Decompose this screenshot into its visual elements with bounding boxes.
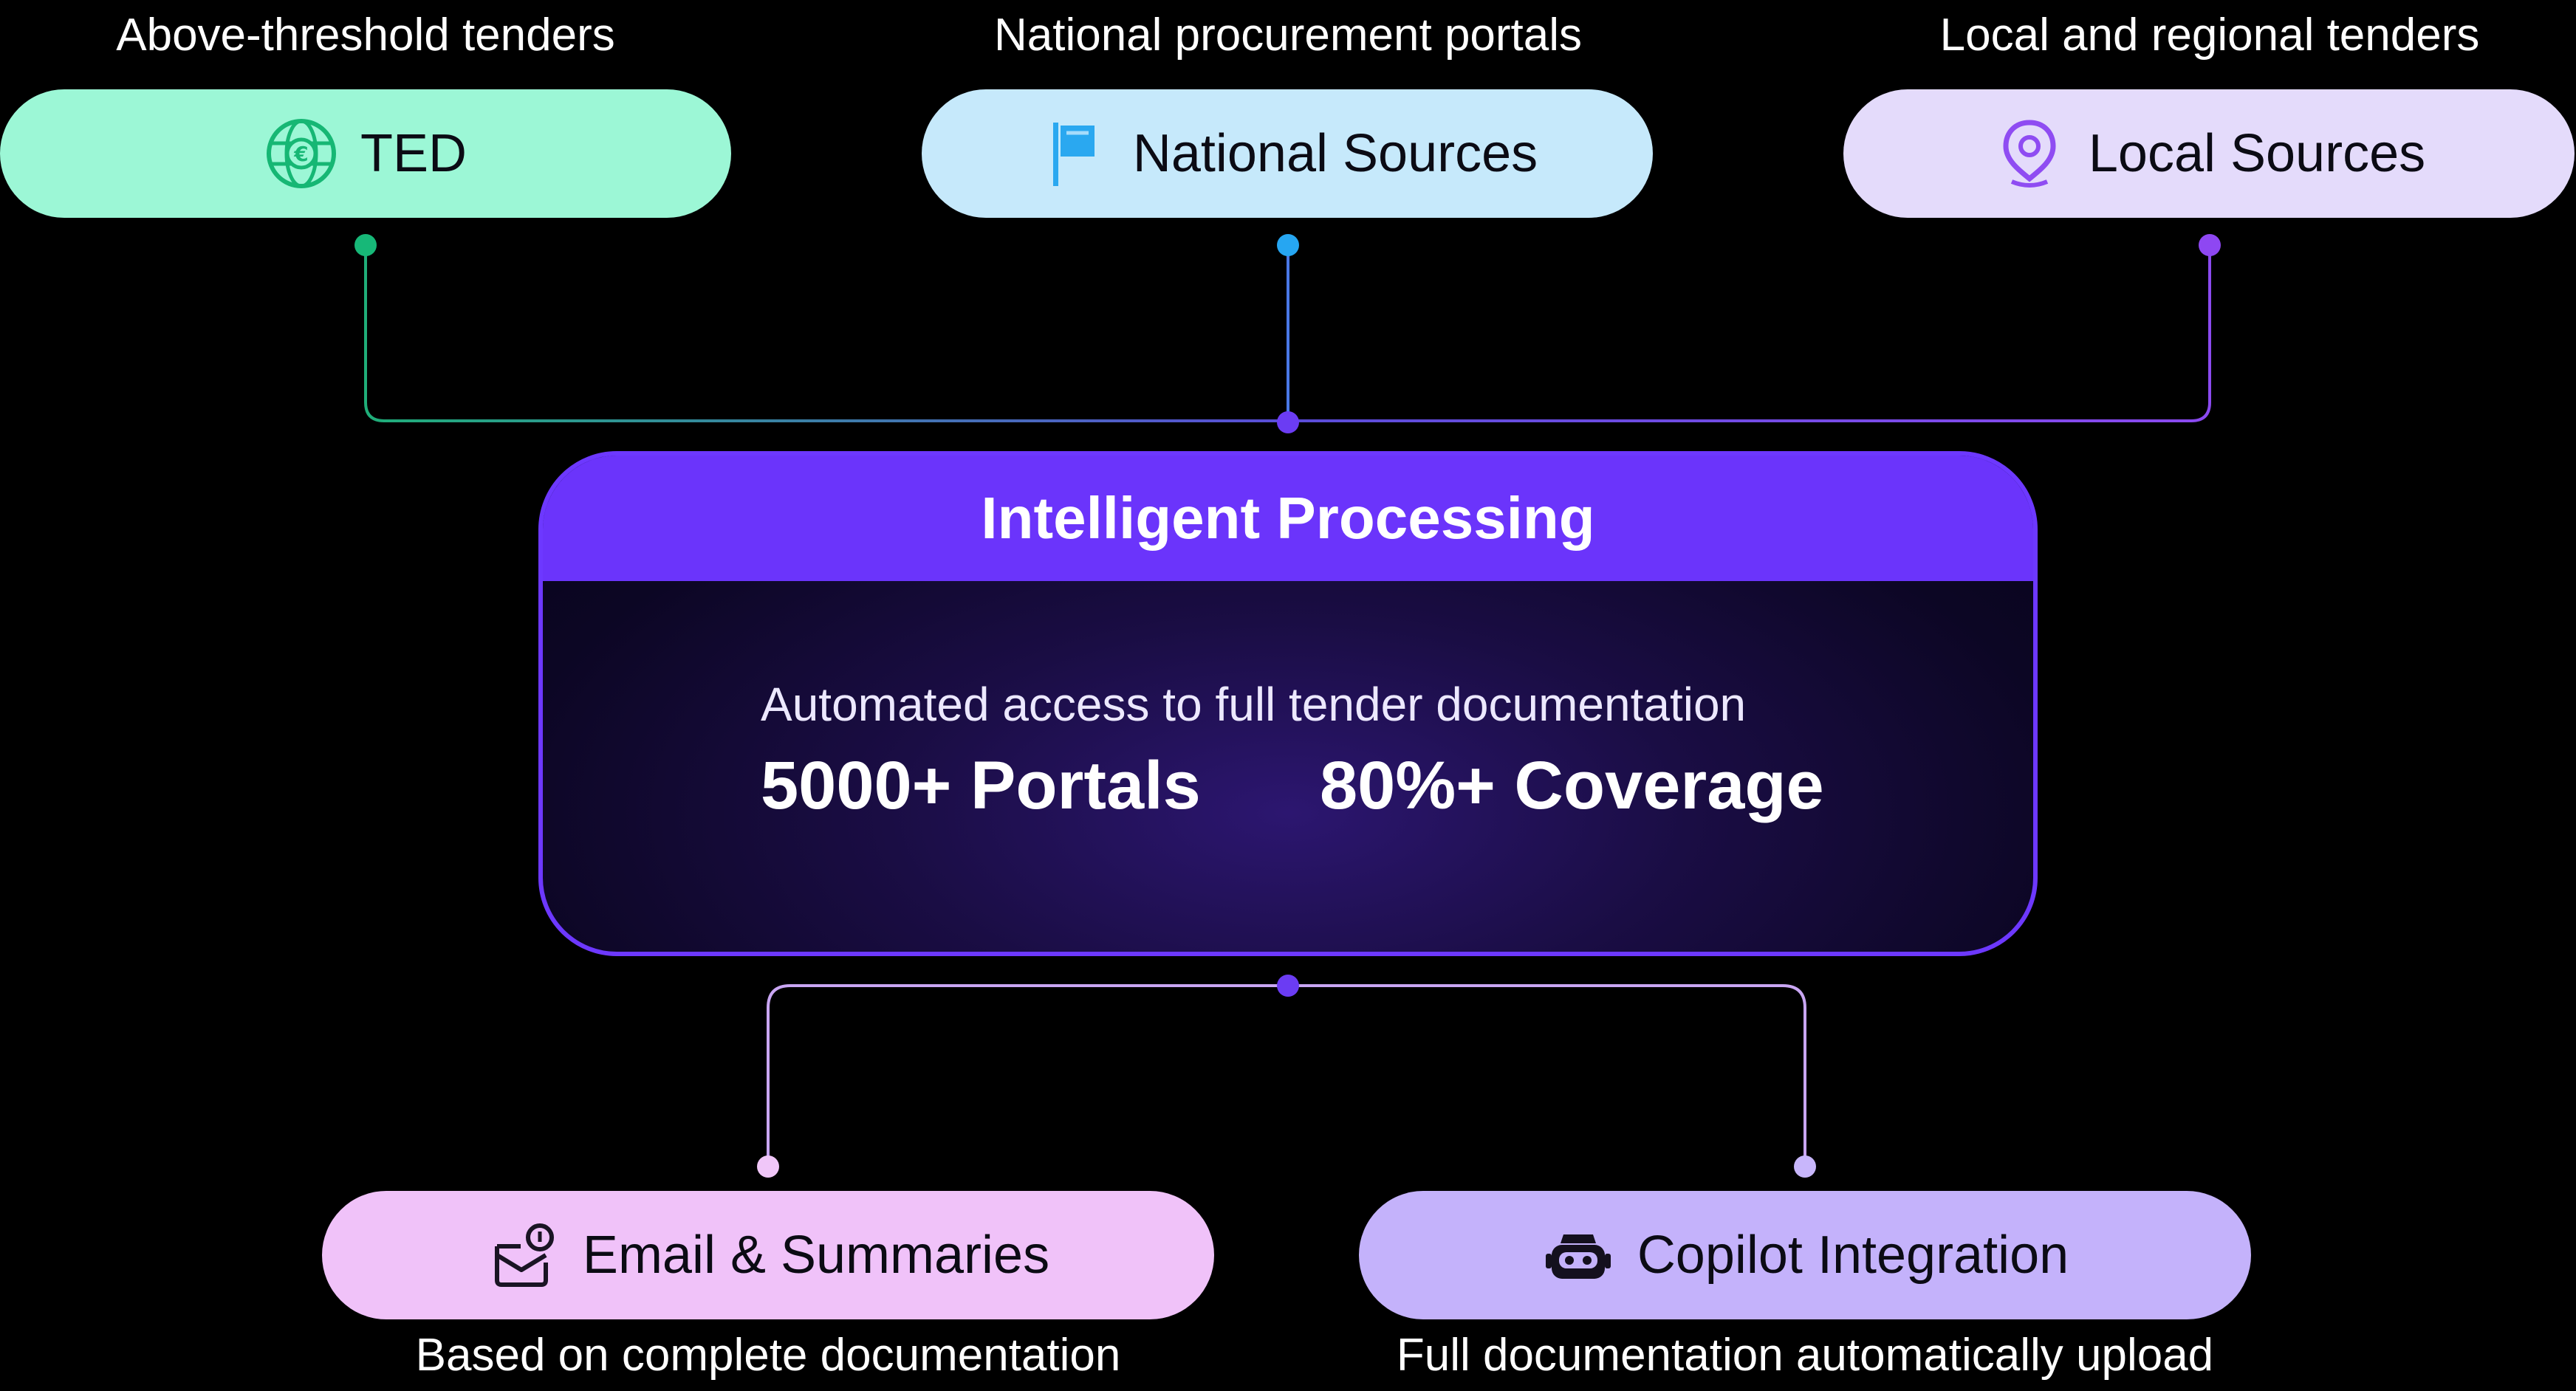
email-summaries-label: Email & Summaries xyxy=(582,1226,1050,1285)
copilot-robot-icon xyxy=(1541,1218,1615,1292)
national-connector-dot xyxy=(1277,234,1299,256)
ted-source-pill: € TED xyxy=(0,89,731,218)
local-caption: Local and regional tenders xyxy=(1939,10,2480,61)
national-source-pill: National Sources xyxy=(922,89,1653,218)
ted-caption: Above-threshold tenders xyxy=(116,10,615,61)
ted-connector-dot xyxy=(354,234,377,256)
local-source-pill: Local Sources xyxy=(1843,89,2575,218)
copilot-integration-pill: Copilot Integration xyxy=(1359,1191,2251,1319)
national-caption: National procurement portals xyxy=(993,10,1583,61)
copilot-integration-label: Copilot Integration xyxy=(1637,1226,2069,1285)
local-connector-dot xyxy=(2199,234,2221,256)
map-pin-icon xyxy=(1993,117,2066,190)
stat-coverage: 80%+ Coverage xyxy=(1320,748,1824,823)
email-caption: Based on complete documentation xyxy=(415,1330,1121,1381)
stat-portals: 5000+ Portals xyxy=(761,748,1201,823)
globe-euro-icon: € xyxy=(264,117,338,190)
intelligent-processing-panel: Intelligent Processing Automated access … xyxy=(538,451,2038,956)
flag-icon xyxy=(1037,117,1111,190)
national-label: National Sources xyxy=(1132,124,1538,183)
email-connector-dot xyxy=(757,1155,779,1178)
email-summaries-pill: Email & Summaries xyxy=(322,1191,1214,1319)
copilot-caption: Full documentation automatically upload xyxy=(1396,1330,2214,1381)
hub-output-dot xyxy=(1277,975,1299,997)
local-label: Local Sources xyxy=(2088,124,2426,183)
output-connector xyxy=(767,984,1806,1165)
mail-notification-icon xyxy=(487,1218,561,1292)
processing-title: Intelligent Processing xyxy=(543,456,2033,581)
hub-input-dot xyxy=(1277,411,1299,433)
ted-label: TED xyxy=(360,124,467,183)
processing-subtitle: Automated access to full tender document… xyxy=(761,678,1747,731)
copilot-connector-dot xyxy=(1794,1155,1816,1178)
svg-text:€: € xyxy=(293,142,308,166)
